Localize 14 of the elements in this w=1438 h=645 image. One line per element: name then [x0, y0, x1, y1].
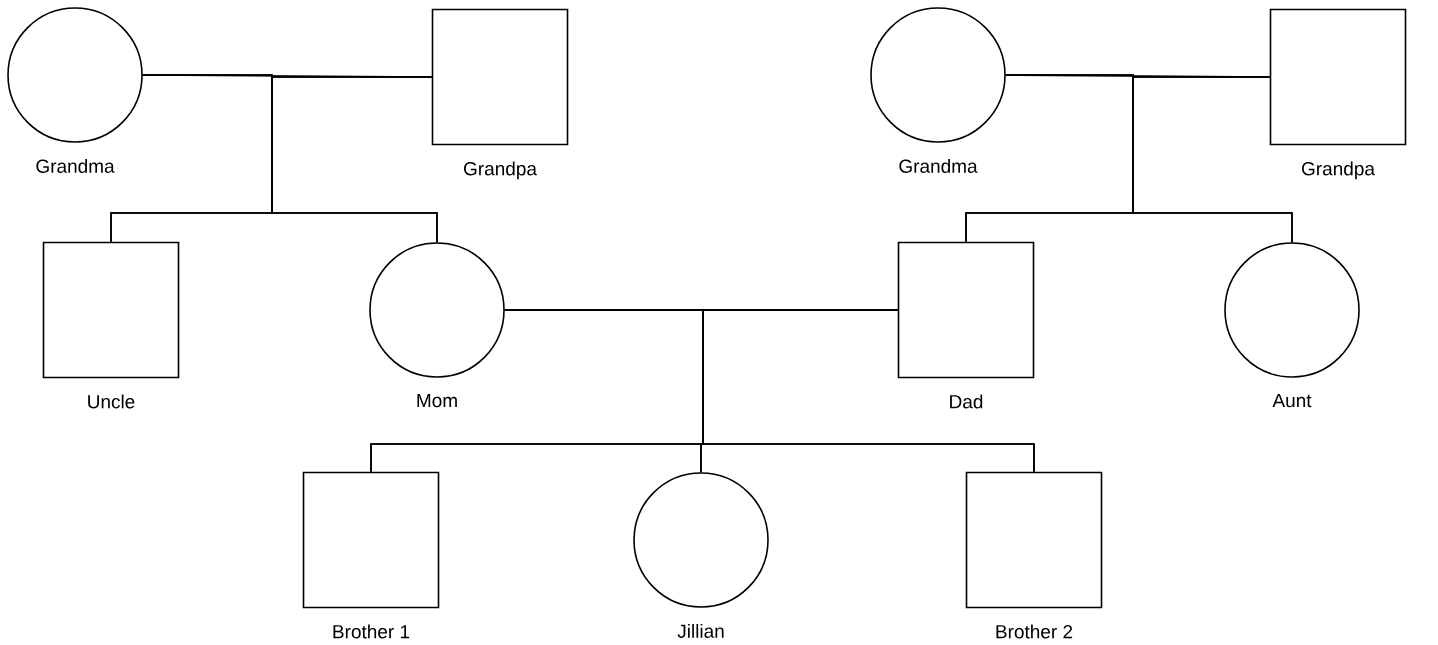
- connector-line: [271, 76, 438, 243]
- person-label: Grandpa: [464, 161, 537, 180]
- person-label: Aunt: [1272, 394, 1312, 408]
- person-label: Grandma: [36, 159, 115, 173]
- person-label: Brother 1: [333, 624, 410, 639]
- person-label: Brother 2: [996, 624, 1073, 639]
- person-label: Grandpa: [1302, 161, 1375, 180]
- person-label: Grandma: [899, 159, 978, 173]
- connector-line: [702, 309, 1035, 473]
- person-label: Jillian: [677, 624, 724, 638]
- person-label: Dad: [950, 394, 983, 409]
- person-label: Uncle: [88, 394, 135, 409]
- connector-line: [1132, 76, 1293, 243]
- person-label: Mom: [417, 394, 457, 408]
